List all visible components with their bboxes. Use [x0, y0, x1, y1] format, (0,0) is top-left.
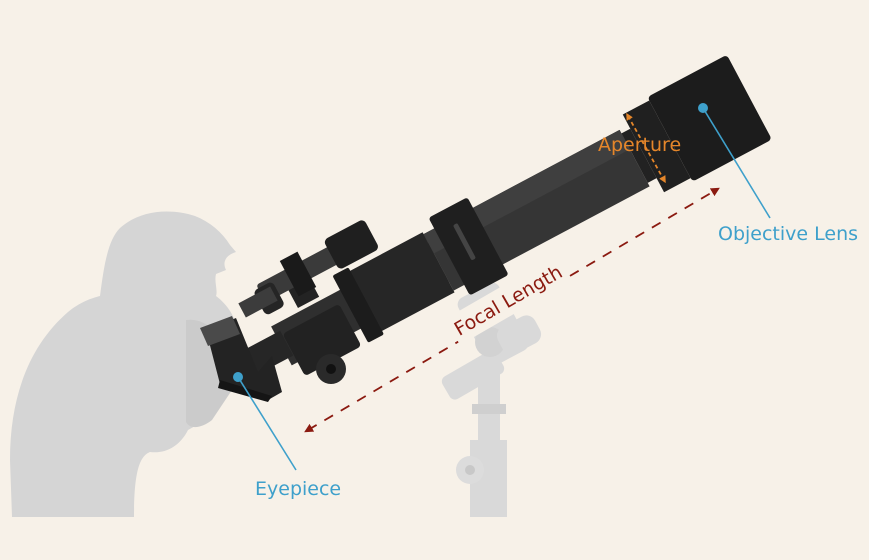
- focal-length-label-bg: [445, 255, 571, 345]
- mount-stub: [238, 286, 278, 318]
- aperture-label: Aperture: [598, 134, 681, 156]
- eyepiece-callout-line: [237, 376, 297, 471]
- objective-callout-line: [702, 107, 771, 219]
- eyepiece-label: Eyepiece: [255, 478, 341, 500]
- eyepiece-callout-dot: [233, 372, 243, 382]
- focus-knob-center: [326, 364, 336, 374]
- person-silhouette: [10, 211, 239, 518]
- objective-callout-dot: [698, 103, 708, 113]
- eyepiece-body: [200, 316, 282, 402]
- aperture-arrow: [626, 112, 666, 184]
- objective-lens-label: Objective Lens: [718, 223, 858, 245]
